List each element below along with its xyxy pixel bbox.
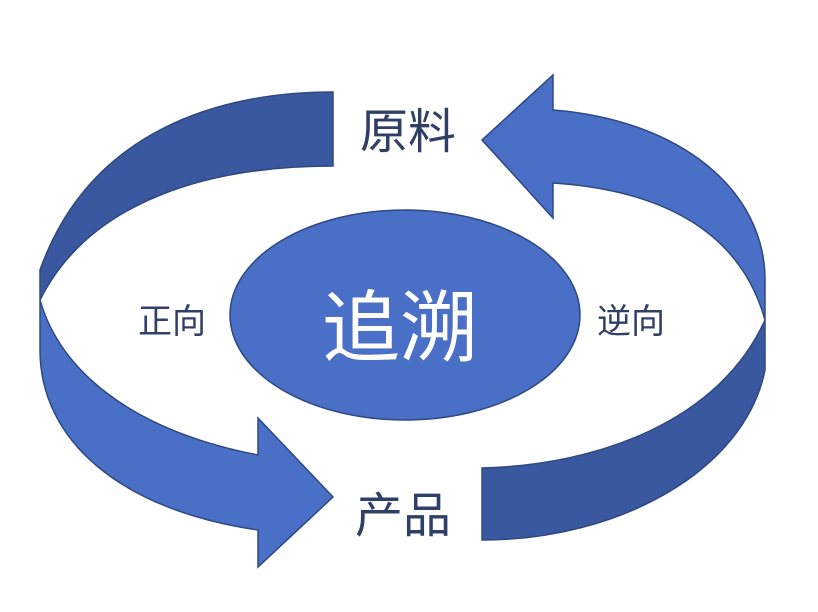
forward-arrow — [39, 299, 335, 569]
raw-material-label: 原料 — [360, 104, 457, 160]
center-ellipse — [229, 209, 581, 421]
product-label: 产品 — [355, 488, 452, 544]
forward-label: 正向 — [138, 302, 206, 342]
top-left-band — [39, 91, 334, 301]
bottom-right-band — [481, 319, 766, 541]
traceability-title: 追溯 — [322, 284, 479, 374]
backward-arrow — [480, 73, 766, 321]
backward-label: 逆向 — [597, 302, 665, 342]
